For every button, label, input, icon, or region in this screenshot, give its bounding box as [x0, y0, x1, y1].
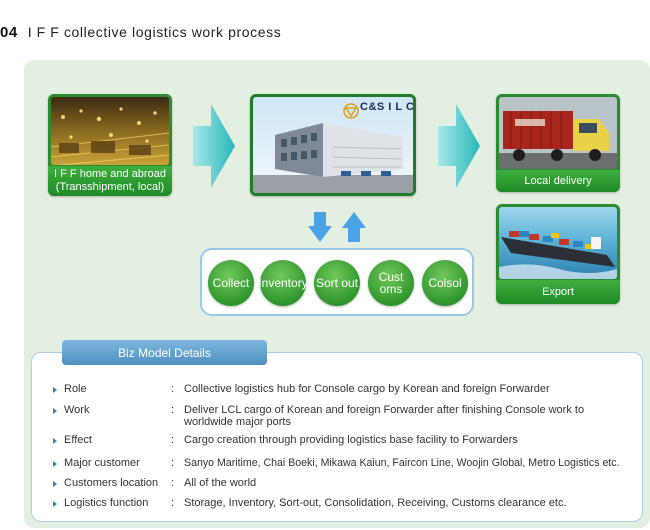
csilc-logo-emblem — [343, 103, 359, 119]
export-caption: Export — [496, 280, 620, 304]
operations-box: Collect Inventory Sort out Cust oms Cols… — [200, 248, 474, 316]
detail-row-logistics-function: Logistics function : Storage, Inventory,… — [53, 497, 633, 513]
detail-separator: : — [171, 383, 175, 395]
detail-label: Effect — [64, 434, 92, 446]
detail-label: Role — [64, 383, 87, 395]
warehouse-card: C&S I L C — [250, 94, 416, 196]
detail-row-customers-location: Customers location : All of the world — [53, 477, 633, 493]
detail-value: Sanyo Maritime, Chai Boeki, Mikawa Kaiun… — [184, 457, 620, 469]
bullet-icon — [53, 438, 57, 444]
detail-value: Storage, Inventory, Sort-out, Consolidat… — [184, 497, 567, 509]
truck-image — [499, 97, 617, 169]
iff-card: I F F home and abroad (Transshipment, lo… — [48, 94, 172, 196]
section-number: 04 — [0, 23, 18, 41]
details-tab: Biz Model Details — [62, 340, 267, 365]
section-title: I F F collective logistics work process — [27, 24, 282, 40]
export-card: Export — [496, 204, 620, 304]
detail-value: Deliver LCL cargo of Korean and foreign … — [184, 404, 585, 428]
warehouse-image — [253, 97, 413, 193]
detail-separator: : — [171, 434, 175, 446]
down-arrow — [308, 212, 332, 242]
iff-caption: I F F home and abroad (Transshipment, lo… — [48, 166, 172, 196]
section-heading: 04 I F F collective logistics work proce… — [0, 22, 281, 42]
ship-image — [499, 207, 617, 279]
bullet-icon — [53, 387, 57, 393]
detail-row-role: Role : Collective logistics hub for Cons… — [53, 383, 633, 399]
flow-arrow-1 — [193, 104, 235, 188]
flow-arrow-2 — [438, 104, 480, 188]
detail-label: Major customer — [64, 457, 140, 469]
detail-separator: : — [171, 457, 175, 469]
bullet-icon — [53, 461, 57, 467]
detail-value: Collective logistics hub for Console car… — [184, 383, 550, 395]
detail-label: Customers location — [64, 477, 159, 489]
bullet-icon — [53, 501, 57, 507]
op-sort-out: Sort out — [314, 260, 360, 306]
detail-separator: : — [171, 497, 175, 509]
op-collect: Collect — [208, 260, 254, 306]
iff-caption-line2: (Transshipment, local) — [55, 181, 165, 193]
op-inventory: Inventory — [258, 260, 308, 306]
biz-model-details — [31, 352, 643, 522]
detail-row-major-customer: Major customer : Sanyo Maritime, Chai Bo… — [53, 457, 633, 473]
bullet-icon — [53, 481, 57, 487]
local-delivery-card: Local delivery — [496, 94, 620, 192]
iff-caption-line1: I F F home and abroad — [54, 168, 166, 180]
detail-separator: : — [171, 477, 175, 489]
detail-label: Logistics function — [64, 497, 149, 509]
bullet-icon — [53, 408, 57, 414]
detail-row-effect: Effect : Cargo creation through providin… — [53, 434, 633, 450]
detail-separator: : — [171, 404, 175, 416]
op-customs: Cust oms — [368, 260, 414, 306]
warehouse-logo-text: C&S I L C — [360, 101, 415, 113]
detail-value: Cargo creation through providing logisti… — [184, 434, 518, 446]
detail-label: Work — [64, 404, 90, 416]
detail-row-work: Work : Deliver LCL cargo of Korean and f… — [53, 404, 633, 430]
up-arrow — [342, 212, 366, 242]
detail-value: All of the world — [184, 477, 257, 489]
port-night-image — [51, 97, 169, 165]
op-colsol: Colsol — [422, 260, 468, 306]
local-delivery-caption: Local delivery — [496, 170, 620, 192]
